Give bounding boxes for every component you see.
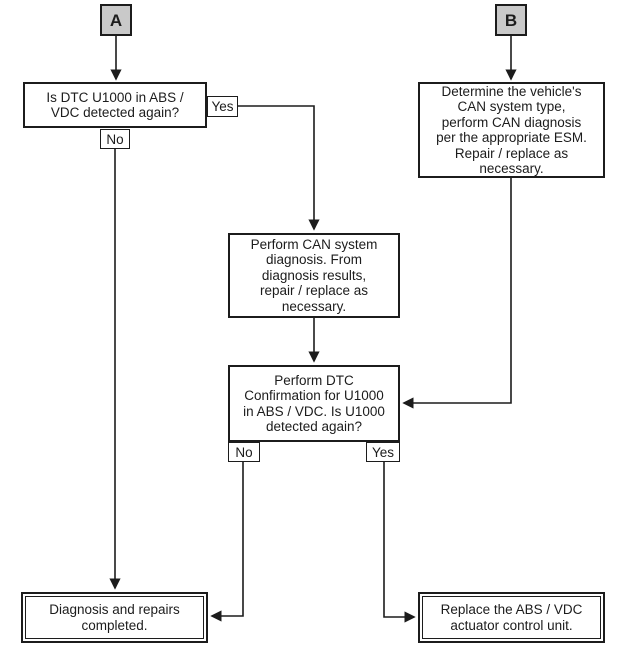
replace-actuator-box: Replace the ABS / VDC actuator control u… — [418, 592, 605, 643]
determine-can-system-box: Determine the vehicle's CAN system type,… — [418, 82, 605, 178]
connector-confirmation-no-to-diagnosis-completed — [210, 461, 244, 622]
perform-can-diagnosis-box: Perform CAN system diagnosis. From diagn… — [228, 233, 400, 318]
diagnosis-completed-box: Diagnosis and repairs completed. — [21, 592, 208, 643]
connector-confirmation-yes-to-replace-actuator — [383, 461, 416, 623]
perform-dtc-confirmation-box: Perform DTC Confirmation for U1000 in AB… — [228, 365, 400, 442]
edge-label-confirmation-yes: Yes — [366, 442, 400, 462]
replace-actuator-text: Replace the ABS / VDC actuator control u… — [422, 596, 601, 639]
diagnosis-completed-text: Diagnosis and repairs completed. — [25, 596, 204, 639]
question-dtc-detected-box: Is DTC U1000 in ABS / VDC detected again… — [23, 82, 207, 128]
connector-question-yes-to-can-diagnosis — [238, 105, 320, 231]
connector-determine-can-to-dtc-confirmation — [402, 177, 512, 409]
entry-node-a: A — [100, 4, 132, 36]
edge-label-confirmation-no: No — [228, 442, 260, 462]
edge-label-question-no: No — [100, 129, 130, 149]
entry-node-b: B — [495, 4, 527, 36]
edge-label-question-yes: Yes — [207, 96, 238, 117]
